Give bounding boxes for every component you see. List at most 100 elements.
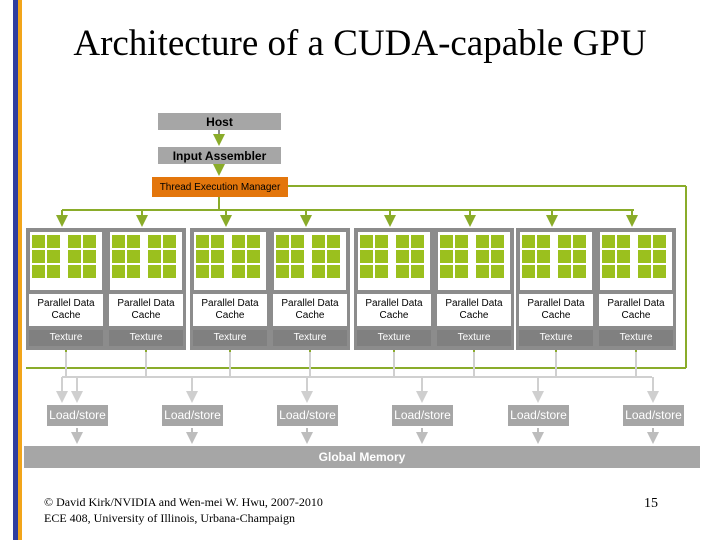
- streaming-processor-core: [112, 235, 125, 248]
- streaming-processor-core: [653, 235, 666, 248]
- processor-grid: [600, 232, 672, 290]
- texture-unit: Texture: [273, 330, 347, 346]
- streaming-processor-core: [83, 235, 96, 248]
- streaming-processor-core: [232, 235, 245, 248]
- streaming-processor-core: [537, 265, 550, 278]
- streaming-processor-core: [127, 250, 140, 263]
- processor-grid: [438, 232, 510, 290]
- texture-unit: Texture: [599, 330, 673, 346]
- streaming-processor-core: [83, 265, 96, 278]
- streaming-processor-core: [32, 250, 45, 263]
- streaming-processor-core: [163, 235, 176, 248]
- streaming-processor-core: [360, 250, 373, 263]
- streaming-processor-core: [558, 250, 571, 263]
- streaming-processor-core: [276, 250, 289, 263]
- streaming-processor-core: [573, 265, 586, 278]
- streaming-processor-core: [327, 235, 340, 248]
- streaming-processor-core: [360, 235, 373, 248]
- streaming-processor-core: [522, 235, 535, 248]
- cache-label-line-1: Parallel Data: [607, 298, 665, 309]
- streaming-processor-core: [276, 265, 289, 278]
- streaming-processor-core: [491, 250, 504, 263]
- streaming-processor-core: [47, 235, 60, 248]
- streaming-processor-core: [68, 235, 81, 248]
- streaming-processor-core: [47, 250, 60, 263]
- load-store-unit: Load/store: [623, 405, 684, 426]
- global-memory-bar: Global Memory: [24, 446, 700, 468]
- streaming-processor-core: [455, 250, 468, 263]
- streaming-processor-core: [455, 265, 468, 278]
- streaming-processor-core: [375, 235, 388, 248]
- streaming-processor-core: [148, 250, 161, 263]
- streaming-processor-core: [653, 265, 666, 278]
- streaming-processor-core: [602, 265, 615, 278]
- streaming-processor-core: [558, 235, 571, 248]
- streaming-processor-core: [211, 265, 224, 278]
- texture-unit: Texture: [437, 330, 511, 346]
- streaming-processor-core: [32, 235, 45, 248]
- streaming-processor-core: [396, 250, 409, 263]
- streaming-processor-core: [276, 235, 289, 248]
- input-assembler-box: Input Assembler: [158, 147, 281, 164]
- streaming-processor-core: [396, 235, 409, 248]
- streaming-processor-core: [127, 265, 140, 278]
- processor-grid: [110, 232, 182, 290]
- streaming-processor-core: [537, 235, 550, 248]
- processor-grid: [30, 232, 102, 290]
- streaming-processor-core: [476, 250, 489, 263]
- processor-grid: [194, 232, 266, 290]
- texture-unit: Texture: [357, 330, 431, 346]
- streaming-processor-core: [476, 235, 489, 248]
- cache-label-line-1: Parallel Data: [445, 298, 503, 309]
- streaming-processor-core: [148, 235, 161, 248]
- texture-unit: Texture: [519, 330, 593, 346]
- cache-label-line-2: Cache: [131, 310, 161, 321]
- streaming-processor-core: [573, 235, 586, 248]
- cache-label-line-1: Parallel Data: [117, 298, 175, 309]
- streaming-processor-core: [455, 235, 468, 248]
- cache-label-line-2: Cache: [459, 310, 489, 321]
- streaming-processor-core: [68, 250, 81, 263]
- streaming-processor-core: [196, 265, 209, 278]
- streaming-processor-core: [148, 265, 161, 278]
- streaming-processor-core: [440, 250, 453, 263]
- streaming-processor-core: [247, 250, 260, 263]
- cache-label-line-2: Cache: [379, 310, 409, 321]
- streaming-processor-core: [440, 235, 453, 248]
- streaming-processor-core: [638, 250, 651, 263]
- streaming-processor-core: [617, 250, 630, 263]
- load-store-unit: Load/store: [277, 405, 338, 426]
- cache-label-line-2: Cache: [51, 310, 81, 321]
- streaming-processor-core: [291, 235, 304, 248]
- streaming-processor-core: [163, 250, 176, 263]
- streaming-processor-core: [232, 250, 245, 263]
- load-store-unit: Load/store: [162, 405, 223, 426]
- streaming-processor-core: [360, 265, 373, 278]
- streaming-processor-core: [491, 235, 504, 248]
- texture-unit: Texture: [29, 330, 103, 346]
- streaming-processor-core: [522, 250, 535, 263]
- left-accent-bar-blue: [13, 0, 18, 540]
- streaming-processor-core: [68, 265, 81, 278]
- slide-title: Architecture of a CUDA-capable GPU: [73, 23, 647, 64]
- streaming-processor-core: [211, 235, 224, 248]
- streaming-processor-core: [638, 235, 651, 248]
- credit-line-2: ECE 408, University of Illinois, Urbana-…: [44, 511, 295, 525]
- cache-label-line-2: Cache: [215, 310, 245, 321]
- cache-label-line-1: Parallel Data: [201, 298, 259, 309]
- load-store-unit: Load/store: [508, 405, 569, 426]
- streaming-processor-core: [617, 265, 630, 278]
- streaming-processor-core: [375, 265, 388, 278]
